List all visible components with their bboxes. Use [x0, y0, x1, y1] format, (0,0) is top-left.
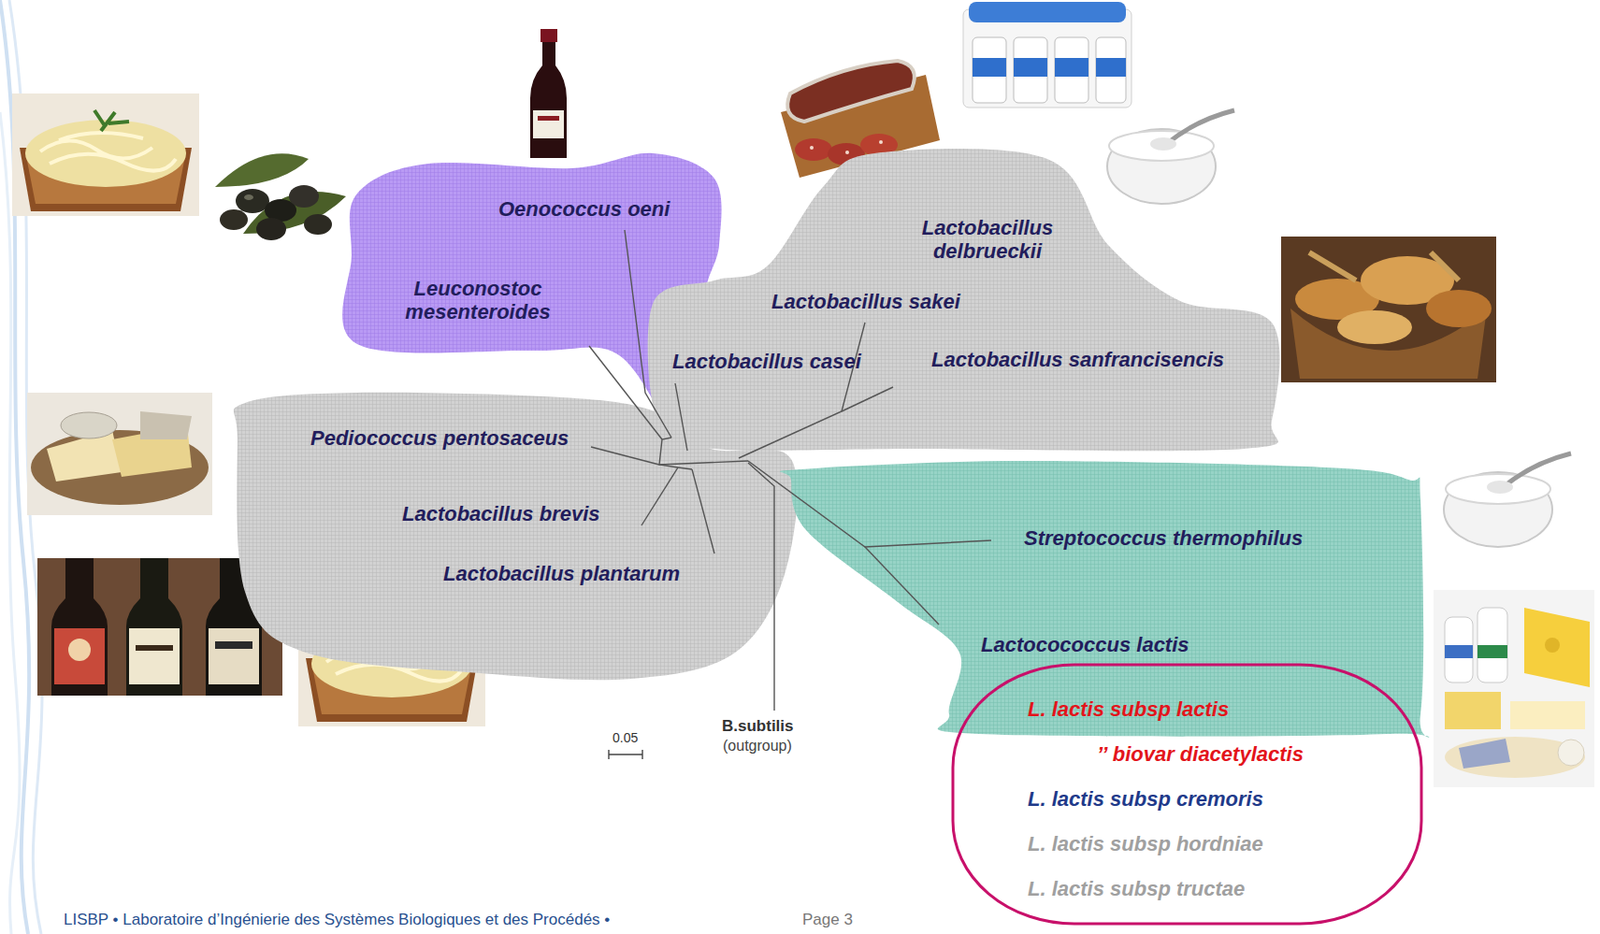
region-outline: [652, 153, 1272, 449]
clade-region: Streptococcus thermophilusLactocococcus …: [791, 459, 1421, 735]
taxon-name: Streptococcus thermophilus: [1023, 526, 1303, 550]
scale-value: 0.05: [612, 730, 638, 746]
region-shape: [233, 392, 798, 680]
region-shape: [952, 664, 1422, 924]
outgroup-note: (outgroup): [722, 737, 793, 755]
region-shape: [648, 148, 1281, 451]
taxon-name: Lactobacillus casei: [672, 349, 862, 374]
taxon-name: L. lactis subsp tructae: [1027, 877, 1245, 901]
region-outline: [791, 459, 1421, 735]
clade-region: Lactobacillus delbrueckiiLactobacillus s…: [652, 153, 1272, 449]
taxon-name: Lactobacillus sanfrancisencis: [931, 347, 1225, 372]
scale-bar: [608, 749, 643, 760]
taxon-name: Leuconostoc mesenteroides: [384, 276, 572, 325]
taxon-name: Oenococcus oeni: [498, 197, 670, 221]
taxon-name: ’’ biovar diacetylactis: [1096, 742, 1304, 766]
taxon-name: Lactobacillus sakei: [771, 289, 961, 314]
taxon-name: Lactobacillus brevis: [402, 502, 601, 526]
region-shape: [779, 461, 1430, 738]
page-number: Page 3: [802, 910, 853, 930]
taxon-name: Lactobacillus delbrueckii: [898, 216, 1077, 264]
outgroup-name: B.subtilis: [721, 717, 794, 736]
taxon-name: L. lactis subsp cremoris: [1027, 787, 1264, 811]
subspecies-outline: L. lactis subsp lactis ’’ biovar diacetyl…: [951, 663, 1424, 926]
taxon-name: Pediococcus pentosaceus: [310, 426, 569, 450]
taxon-name: Lactobacillus plantarum: [443, 562, 680, 586]
taxon-name: Lactocococcus lactis: [980, 633, 1190, 657]
footer-text: LISBP • Laboratoire d’Ingénierie des Sys…: [63, 910, 610, 930]
clade-region: Pediococcus pentosaceusLactobacillus bre…: [237, 392, 792, 679]
taxon-name: L. lactis subsp hordniae: [1027, 832, 1264, 856]
taxon-name: L. lactis subsp lactis: [1027, 697, 1229, 721]
